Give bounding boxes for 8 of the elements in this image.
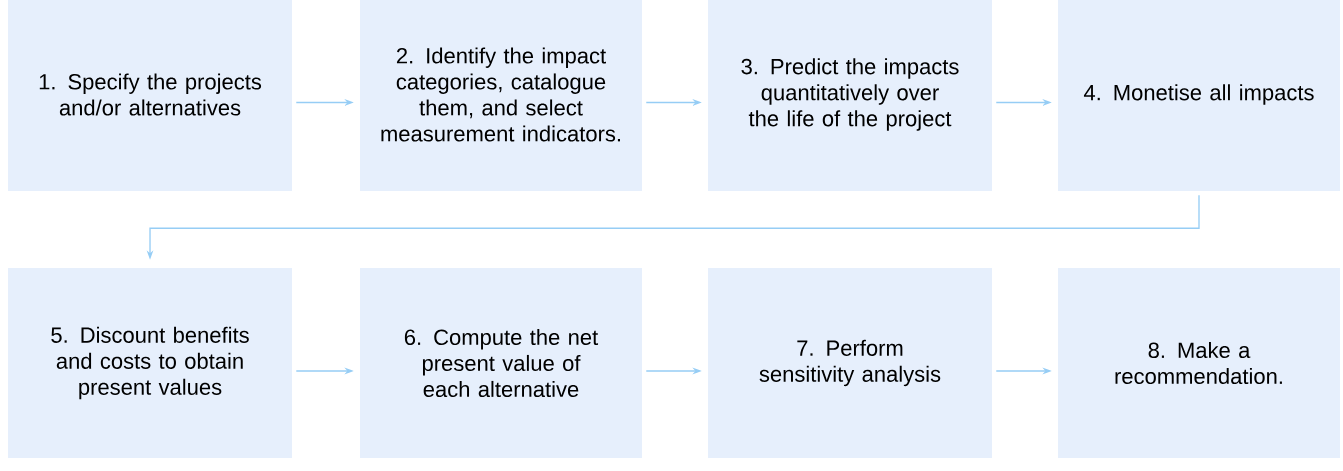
process-box: 6. Compute the net present value of each alternative xyxy=(360,268,642,458)
process-box: 8. Make a recommendation. xyxy=(1058,268,1340,458)
process-box: 2. Identify the impact categories, catalogue them, and select measurement indicators. xyxy=(360,0,642,191)
process-box: 1. Specify the projects and/or alternatives xyxy=(8,0,292,191)
process-box: 3. Predict the impacts quantitatively over the life of the project xyxy=(708,0,992,191)
process-box: 5. Discount benefits and costs to obtain present values xyxy=(8,268,292,458)
process-box: 7. Perform sensitivity analysis xyxy=(708,268,992,458)
process-box: 4. Monetise all impacts xyxy=(1058,0,1340,191)
